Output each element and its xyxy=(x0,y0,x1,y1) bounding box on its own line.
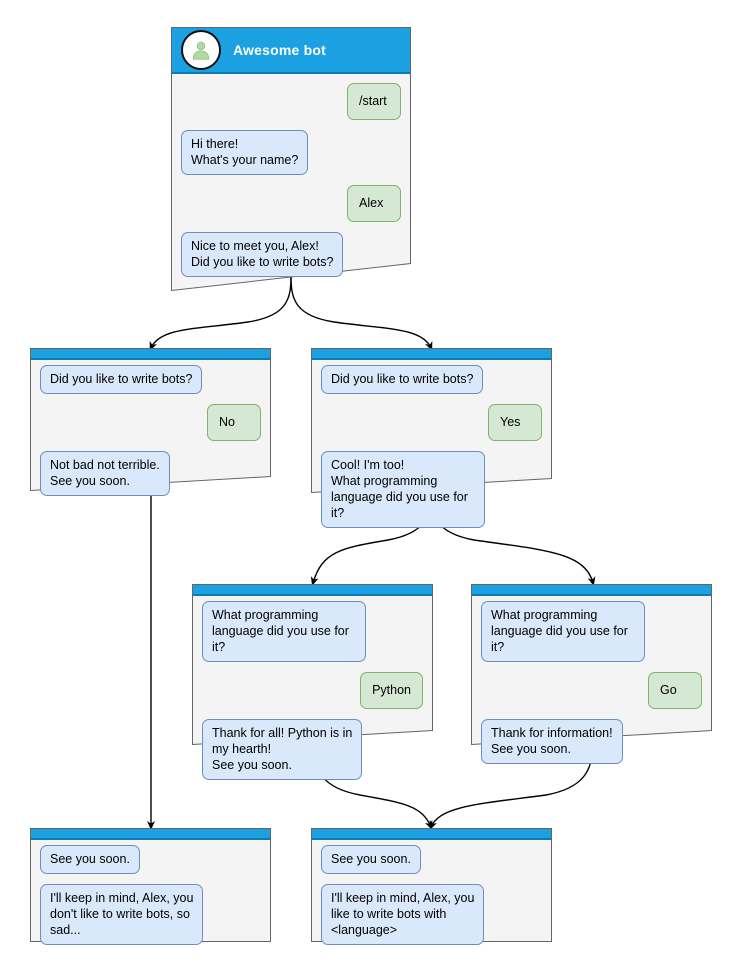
card-no: Did you like to write bots? No Not bad n… xyxy=(30,348,271,496)
bot-message-bubble[interactable]: Nice to meet you, Alex! Did you like to … xyxy=(181,232,344,277)
card-root: Awesome bot /start Hi there! What's your… xyxy=(171,27,411,291)
card-end-happy-messages: See you soon. I'll keep in mind, Alex, y… xyxy=(311,845,552,955)
user-message-bubble[interactable]: Python xyxy=(360,672,423,709)
person-avatar-icon xyxy=(181,30,221,70)
bot-message-bubble[interactable]: Not bad not terrible. See you soon. xyxy=(40,451,170,496)
user-message-bubble[interactable]: Yes xyxy=(488,404,542,441)
card-end-sad-messages: See you soon. I'll keep in mind, Alex, y… xyxy=(30,845,271,955)
bot-message-bubble[interactable]: Hi there! What's your name? xyxy=(181,130,309,175)
card-no-header-strip xyxy=(30,348,271,360)
message-row: /start xyxy=(181,83,401,120)
user-message-bubble[interactable]: Go xyxy=(648,672,702,709)
card-end-sad-header-strip xyxy=(30,828,271,840)
message-row: I'll keep in mind, Alex, you like to wri… xyxy=(321,884,542,945)
message-row: Alex xyxy=(181,185,401,222)
bot-message-bubble[interactable]: Thank for all! Python is in my hearth! S… xyxy=(202,719,363,780)
message-row: Hi there! What's your name? xyxy=(181,130,401,175)
card-root-header: Awesome bot xyxy=(171,27,411,74)
message-row: Thank for information! See you soon. xyxy=(481,719,702,764)
user-message-bubble[interactable]: No xyxy=(207,404,261,441)
message-row: Did you like to write bots? xyxy=(321,365,542,394)
message-row: Thank for all! Python is in my hearth! S… xyxy=(202,719,423,780)
card-end-happy: See you soon. I'll keep in mind, Alex, y… xyxy=(311,828,552,945)
card-end-happy-header-strip xyxy=(311,828,552,840)
message-row: Nice to meet you, Alex! Did you like to … xyxy=(181,232,401,277)
bot-message-bubble[interactable]: See you soon. xyxy=(321,845,421,874)
message-row: Did you like to write bots? xyxy=(40,365,261,394)
user-message-bubble[interactable]: /start xyxy=(347,83,401,120)
message-row: Not bad not terrible. See you soon. xyxy=(40,451,261,496)
message-row: Go xyxy=(481,672,702,709)
bot-message-bubble[interactable]: Thank for information! See you soon. xyxy=(481,719,623,764)
card-python-messages: What programming language did you use fo… xyxy=(192,601,433,790)
bot-message-bubble[interactable]: I'll keep in mind, Alex, you like to wri… xyxy=(321,884,485,945)
message-row: Python xyxy=(202,672,423,709)
card-go: What programming language did you use fo… xyxy=(471,584,712,764)
message-row: What programming language did you use fo… xyxy=(202,601,423,662)
bot-message-bubble[interactable]: Did you like to write bots? xyxy=(321,365,484,394)
bot-message-bubble[interactable]: What programming language did you use fo… xyxy=(202,601,366,662)
bot-message-bubble[interactable]: Cool! I'm too! What programming language… xyxy=(321,451,485,528)
message-row: What programming language did you use fo… xyxy=(481,601,702,662)
card-yes-messages: Did you like to write bots? Yes Cool! I'… xyxy=(311,365,552,538)
message-row: See you soon. xyxy=(40,845,261,874)
bot-message-bubble[interactable]: Did you like to write bots? xyxy=(40,365,203,394)
card-go-header-strip xyxy=(471,584,712,596)
message-row: Yes xyxy=(321,404,542,441)
user-message-bubble[interactable]: Alex xyxy=(347,185,401,222)
card-go-messages: What programming language did you use fo… xyxy=(471,601,712,774)
card-yes-header-strip xyxy=(311,348,552,360)
message-row: I'll keep in mind, Alex, you don't like … xyxy=(40,884,261,945)
card-no-messages: Did you like to write bots? No Not bad n… xyxy=(30,365,271,506)
bot-message-bubble[interactable]: What programming language did you use fo… xyxy=(481,601,645,662)
card-python: What programming language did you use fo… xyxy=(192,584,433,780)
message-row: Cool! I'm too! What programming language… xyxy=(321,451,542,528)
bot-message-bubble[interactable]: See you soon. xyxy=(40,845,140,874)
card-python-header-strip xyxy=(192,584,433,596)
card-root-messages: /start Hi there! What's your name? Alex … xyxy=(171,83,411,287)
card-yes: Did you like to write bots? Yes Cool! I'… xyxy=(311,348,552,528)
message-row: See you soon. xyxy=(321,845,542,874)
card-end-sad: See you soon. I'll keep in mind, Alex, y… xyxy=(30,828,271,945)
message-row: No xyxy=(40,404,261,441)
bot-message-bubble[interactable]: I'll keep in mind, Alex, you don't like … xyxy=(40,884,204,945)
bot-title: Awesome bot xyxy=(233,42,326,58)
